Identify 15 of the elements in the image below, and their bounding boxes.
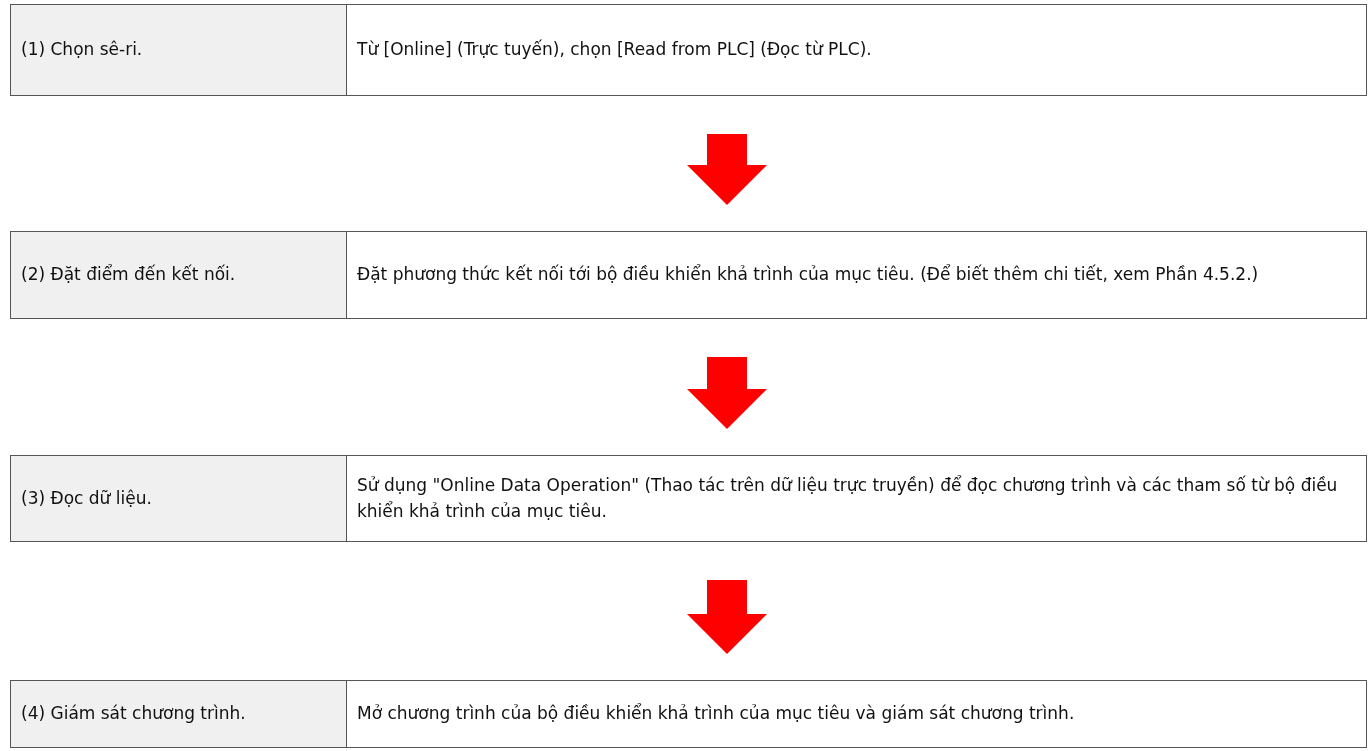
step-title: (2) Đặt điểm đến kết nối.: [21, 263, 236, 287]
step-description: Đặt phương thức kết nối tới bộ điều khiển khả trình của mục tiêu. (Để biết thêm chi tiết, xem Phần 4.5.2.): [357, 263, 1259, 287]
step-row: [10, 680, 1367, 748]
step-title: (1) Chọn sê-ri.: [21, 38, 143, 62]
step-row: [10, 455, 1367, 542]
step-row: [10, 4, 1367, 96]
arrow: [687, 580, 767, 654]
arrow: [687, 357, 767, 429]
arrow: [687, 134, 767, 205]
step-description: Mở chương trình của bộ điều khiển khả trình của mục tiêu và giám sát chương trình.: [357, 702, 1075, 726]
step-description: Sử dụng "Online Data Operation" (Thao tác trên dữ liệu trực truyền) để đọc chương trình và các tham số từ bộ điều khiển khả trình của mục tiêu.: [357, 474, 1339, 523]
step-description: Từ [Online] (Trực tuyến), chọn [Read from PLC] (Đọc từ PLC).: [357, 38, 872, 62]
step-title: (3) Đọc dữ liệu.: [21, 486, 152, 510]
step-title: (4) Giám sát chương trình.: [21, 702, 246, 726]
step-row: [10, 231, 1367, 319]
